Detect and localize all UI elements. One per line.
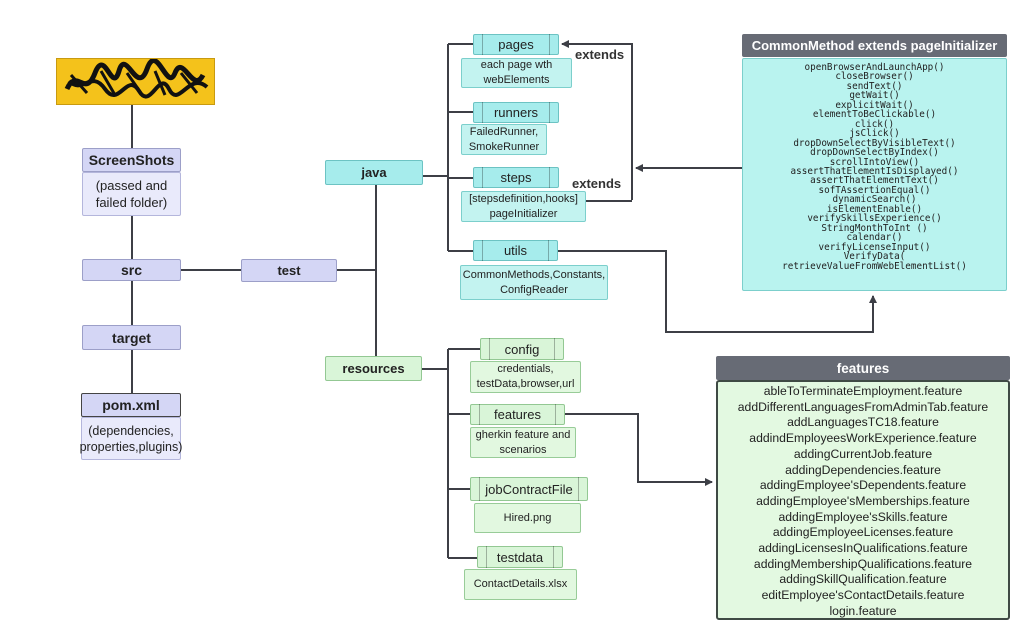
steps-package: steps — [473, 167, 559, 188]
feature-file-item: addingCurrentJob.feature — [793, 446, 933, 461]
pom-xml-description: (dependencies, properties,plugins) — [80, 417, 182, 460]
target-folder: target — [82, 325, 181, 350]
pages-description: each page wth webElements — [461, 58, 572, 88]
test-folder: test — [241, 259, 337, 282]
src-folder: src — [82, 259, 181, 281]
method-item: assertThatElementIsDisplayed() — [790, 165, 959, 177]
feature-file-item: editEmployee'sContactDetails.feature — [761, 588, 965, 603]
method-item: verifyLicenseInput() — [818, 241, 931, 253]
screenshots-folder: ScreenShots — [82, 148, 181, 172]
jobcontractfile-folder: jobContractFile — [470, 477, 588, 501]
feature-file-item: addingMembershipQualifications.feature — [753, 556, 973, 571]
features-panel-title: features — [716, 356, 1010, 380]
extends-label-top: extends — [575, 47, 625, 62]
testdata-folder: testdata — [477, 546, 563, 568]
resources-folder: resources — [325, 356, 422, 381]
testdata-description: ContactDetails.xlsx — [464, 569, 577, 600]
feature-file-item: addDifferentLanguagesFromAdminTab.featur… — [737, 399, 989, 414]
method-item: VerifyData( — [843, 251, 906, 263]
method-item: dropDownSelectByVisibleText() — [793, 137, 956, 149]
features-folder: features — [470, 404, 565, 425]
feature-file-item: addingEmployee'sSkills.feature — [778, 509, 948, 524]
feature-file-item: addingSkillQualification.feature — [779, 572, 947, 587]
method-item: click() — [854, 118, 895, 130]
pom-xml-file: pom.xml — [81, 393, 181, 417]
feature-file-item: addLanguagesTC18.feature — [787, 415, 939, 430]
method-item: dynamicSearch() — [832, 194, 917, 206]
runners-package: runners — [473, 102, 559, 123]
utils-description: CommonMethods,Constants, ConfigReader — [460, 265, 608, 300]
feature-file-item: addingEmployee'sDependents.feature — [759, 478, 967, 493]
method-item: verifySkillsExperience() — [807, 213, 942, 225]
method-item: closeBrowser() — [835, 71, 914, 83]
scribbled-logo-image — [64, 59, 209, 99]
extends-label-middle: extends — [572, 176, 622, 191]
jobcontractfile-description: Hired.png — [474, 503, 581, 533]
runners-description: FailedRunner, SmokeRunner — [461, 124, 547, 155]
features-folder-description: gherkin feature and scenarios — [470, 427, 576, 458]
feature-file-item: addingEmployeeLicenses.feature — [772, 525, 954, 540]
project-logo — [56, 58, 215, 105]
method-item: assertThatElementText() — [810, 175, 939, 187]
feature-file-item: login.feature — [829, 603, 897, 618]
feature-file-item: addingLicensesInQualifications.feature — [758, 541, 968, 556]
config-description: credentials, testData,browser,url — [470, 361, 581, 393]
method-item: scrollIntoView() — [829, 156, 920, 168]
java-folder: java — [325, 160, 423, 185]
method-item: getWait() — [849, 90, 900, 102]
method-item: calendar() — [846, 232, 903, 244]
feature-file-item: addingDependencies.feature — [785, 462, 941, 477]
method-item: isElementEnable() — [826, 203, 923, 215]
method-item: dropDownSelectByIndex() — [810, 147, 939, 159]
method-item: sendText() — [846, 80, 903, 92]
features-folder-to-panel-arrow — [565, 413, 713, 486]
method-item: explicitWait() — [835, 99, 914, 111]
method-item: retrieveValueFromWebElementList() — [782, 260, 967, 272]
commonmethod-panel-title: CommonMethod extends pageInitializer — [742, 34, 1007, 57]
utils-package: utils — [473, 240, 558, 261]
method-item: sofTAssertionEqual() — [818, 184, 931, 196]
feature-file-item: addingEmployee'sMemberships.feature — [756, 493, 970, 508]
method-item: openBrowserAndLaunchApp() — [804, 62, 945, 73]
method-item: elementToBeClickable() — [812, 109, 937, 121]
screenshots-description: (passed and failed folder) — [82, 172, 181, 216]
feature-file-item: addindEmployeesWorkExperience.feature — [749, 431, 977, 446]
steps-description: [stepsdefinition,hooks] pageInitializer — [461, 191, 586, 222]
feature-file-item: ableToTerminateEmployment.feature — [763, 384, 963, 398]
method-item: StringMonthToInt () — [821, 222, 928, 234]
method-item: jsClick() — [849, 128, 900, 140]
commonmethod-list: openBrowserAndLaunchApp()closeBrowser()s… — [742, 58, 1007, 291]
pages-package: pages — [473, 34, 559, 55]
config-folder: config — [480, 338, 564, 360]
